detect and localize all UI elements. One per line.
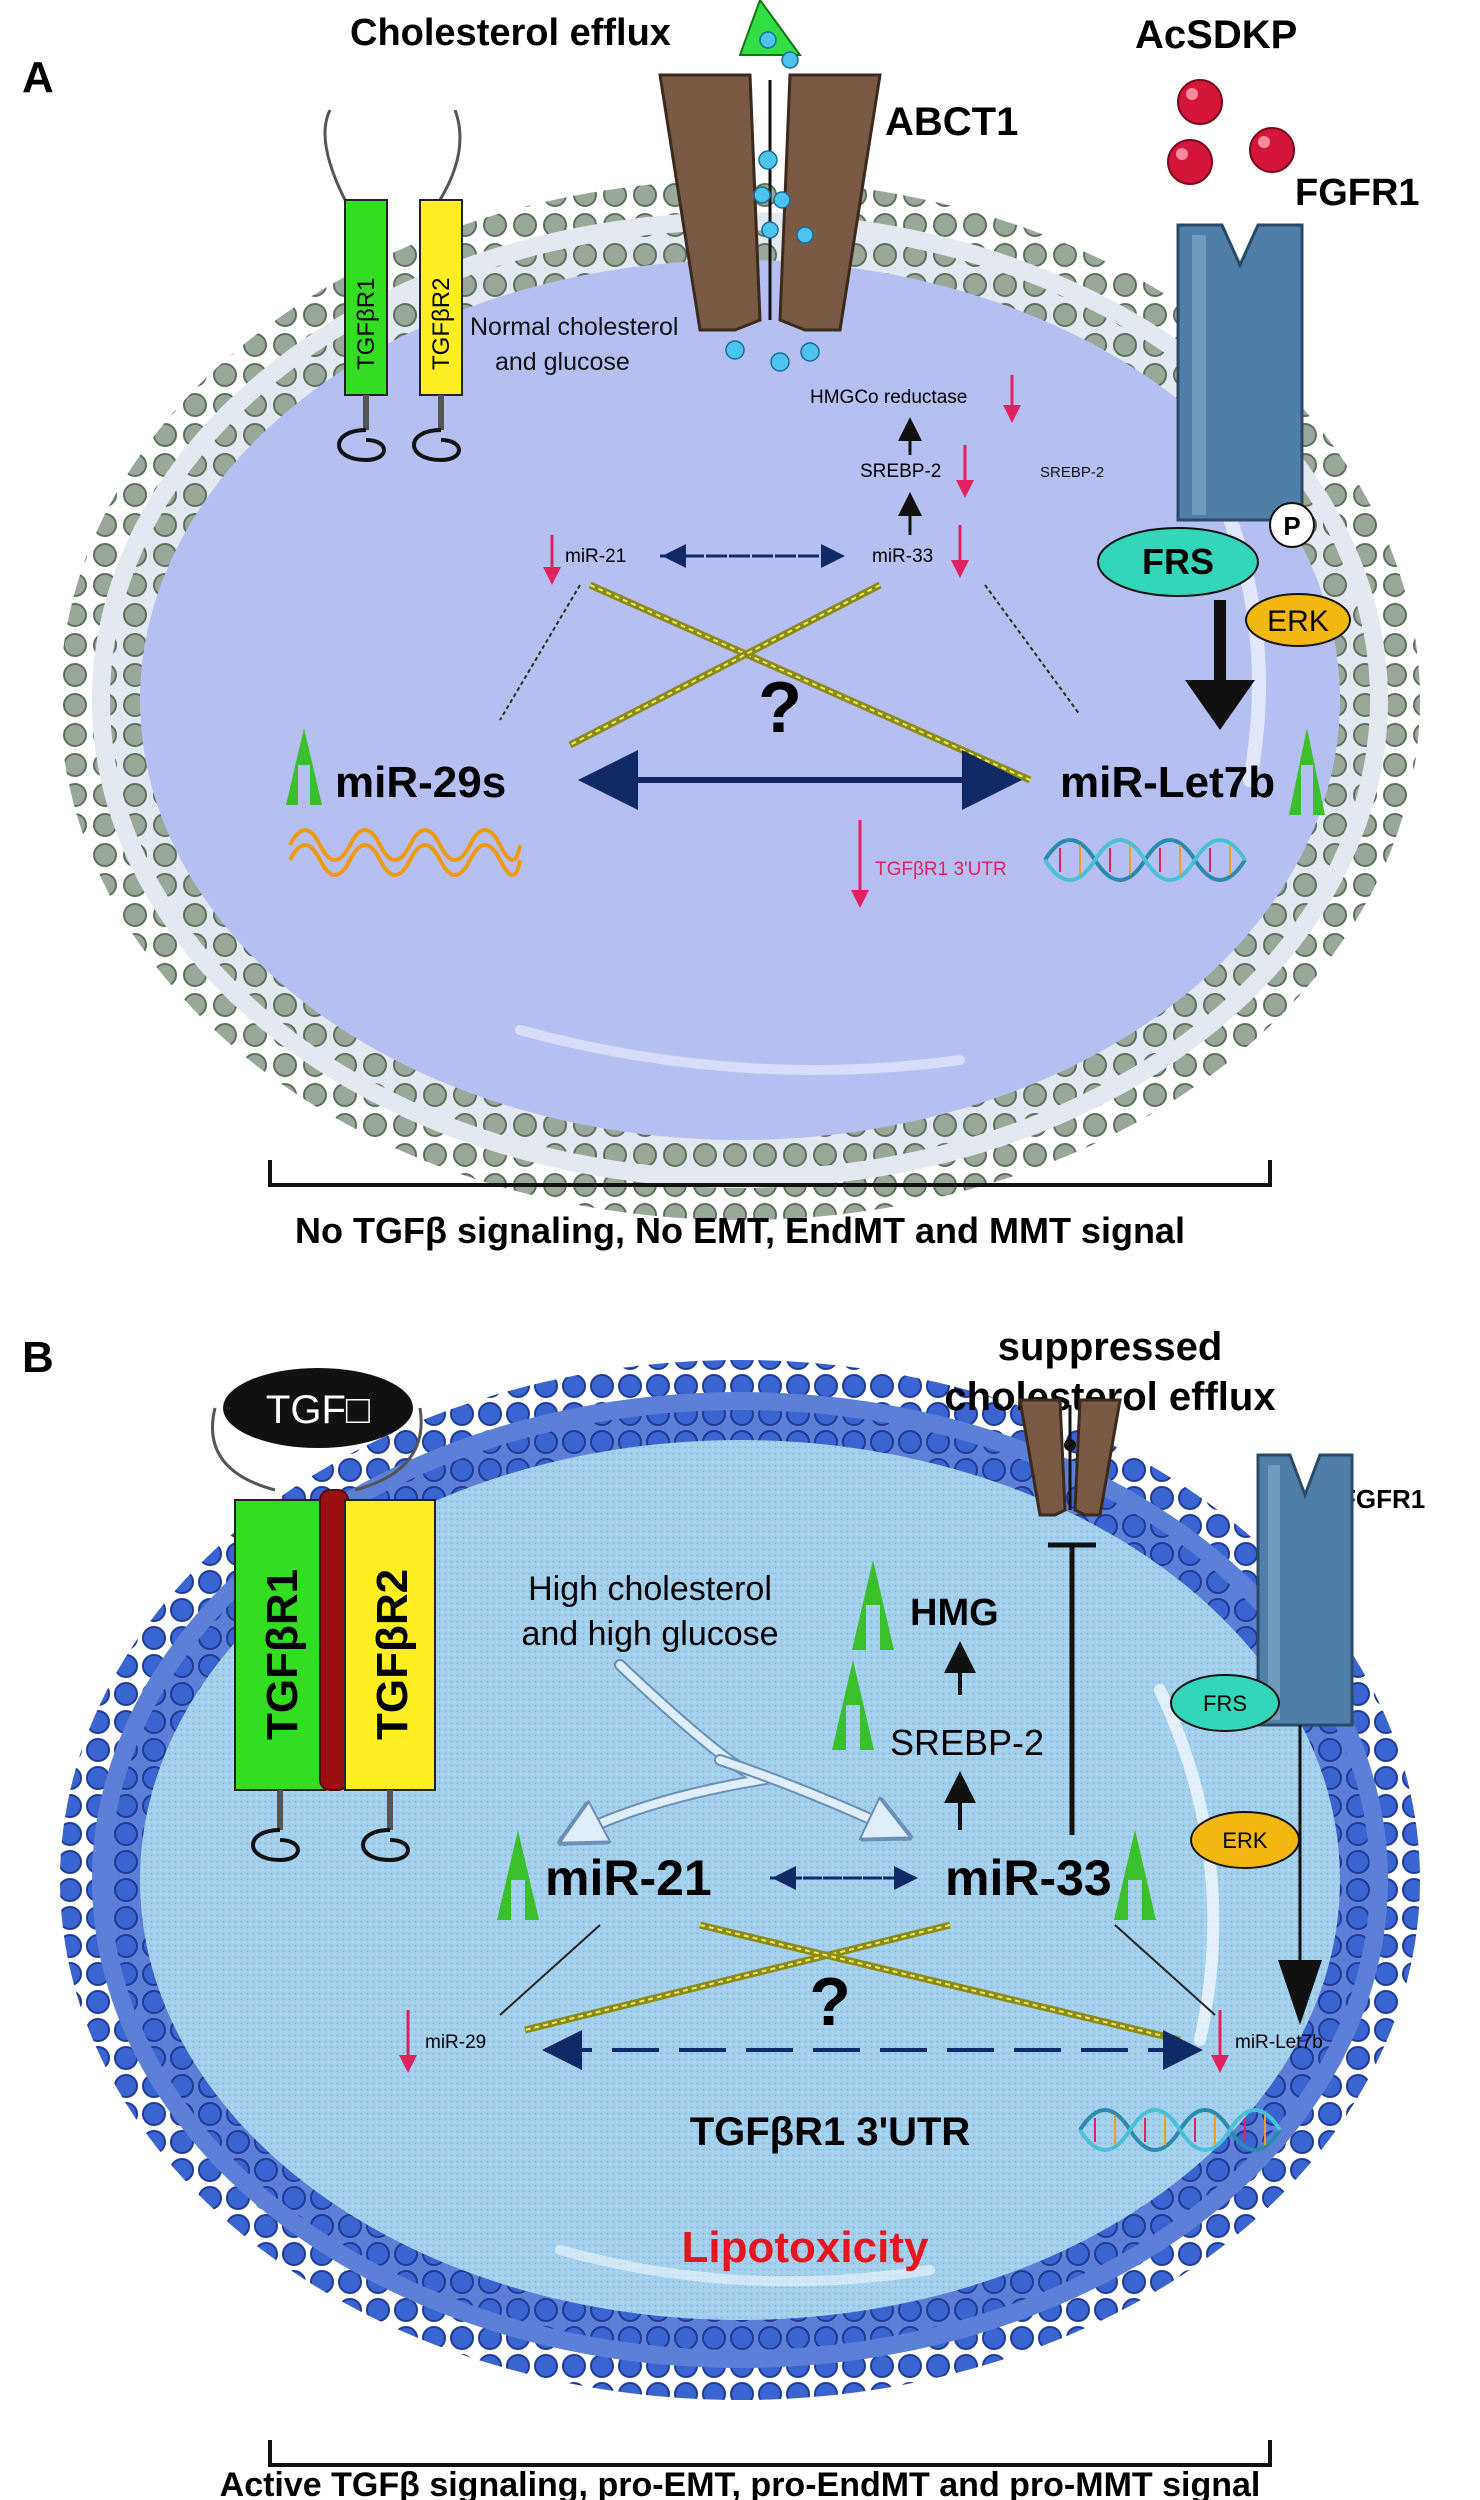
mirna-wave-icon: [288, 828, 522, 862]
phospho-p-label: P: [1283, 511, 1300, 541]
panel-b-letter: B: [22, 1333, 54, 1382]
phospho-p-circle: [1269, 502, 1315, 548]
tgfbr1-label-b: TGFβR1: [258, 1569, 307, 1740]
mir21-up-arrow: [497, 1830, 539, 1920]
abct1-label: ABCT1: [885, 100, 1018, 144]
srebp2-small-label: SREBP-2: [1040, 464, 1104, 481]
hmg-label: HMG: [910, 1592, 999, 1634]
frs-label-a: FRS: [1142, 541, 1214, 582]
spiral-icon: [337, 428, 386, 463]
spiral-icon: [251, 1828, 300, 1863]
highlight-b: [1154, 1684, 1220, 2046]
erk-label-a: ERK: [1267, 605, 1329, 638]
link-line: [1114, 1924, 1216, 2016]
link-line: [499, 1924, 601, 2016]
mirlet7b-label-b: miR-Let7b: [1235, 2032, 1323, 2053]
link-line: [499, 584, 581, 721]
hmg-up-arrow: [852, 1560, 894, 1650]
high-cholesterol-line1: High cholesterol: [528, 1570, 772, 1608]
tgfbr1-label-a: TGFβR1: [353, 278, 380, 370]
frs-node-a: [1097, 527, 1259, 597]
fgfr1-label-a: FGFR1: [1295, 172, 1420, 214]
hmgco-label: HMGCo reductase: [810, 387, 967, 408]
panel-b: B TGF□ TGFβR1 TGFβR2 suppressed choleste…: [22, 1325, 1425, 2500]
mir33-up-arrow-b: [1114, 1830, 1156, 1920]
frs-node-b: [1170, 1674, 1280, 1732]
cytoplasm-a: [140, 260, 1340, 1140]
frs-label-b: FRS: [1203, 1691, 1247, 1716]
mir29s-up-arrow: [286, 728, 322, 805]
erk-label-b: ERK: [1222, 1828, 1268, 1853]
fgfr1-receptor-a: [1176, 223, 1304, 522]
normal-cholesterol-line2: and glucose: [495, 348, 630, 376]
fgfr1-receptor-b: [1256, 1453, 1354, 1727]
tgfbr2-receptor-b: [344, 1499, 436, 1791]
tgfbr1-receptor-a: TGFβR1: [323, 109, 388, 463]
caption-b: Active TGFβ signaling, pro-EMT, pro-EndM…: [220, 2466, 1261, 2500]
dna-helix-icon: [1043, 838, 1247, 882]
mir33-label-b: miR-33: [945, 1850, 1112, 1906]
high-cholesterol-line2: and high glucose: [521, 1615, 778, 1653]
tgf-ligand-label: TGF□: [266, 1388, 370, 1432]
abct1-transporter: [658, 0, 882, 372]
erk-arrow-head: [1185, 680, 1255, 730]
mir33-label-a: miR-33: [872, 546, 933, 567]
abct1-transporter-b: [1018, 1398, 1122, 1517]
tgf-ligand: [223, 1368, 413, 1448]
mir29s-label: miR-29s: [335, 758, 506, 807]
utr-label-a: TGFβR1 3'UTR: [875, 859, 1007, 880]
bracket-a: [268, 1160, 1272, 1187]
tgfbr-complex-b: TGFβR1 TGFβR2: [234, 1489, 436, 1863]
mir21-label-b: miR-21: [545, 1850, 712, 1906]
acsdkp-label: AcSDKP: [1135, 13, 1297, 57]
highlight-b2: [555, 2245, 935, 2287]
srebp2-label-b: SREBP-2: [890, 1722, 1044, 1763]
question-mark-b: ?: [809, 1964, 851, 2040]
suppressed-line1: suppressed: [998, 1325, 1223, 1369]
mir29-label-b: miR-29: [425, 2032, 486, 2053]
highlight-a2: [515, 1025, 965, 1075]
hc-to-mir33-arrow: [716, 1756, 905, 1835]
spiral-icon: [361, 1828, 410, 1863]
utr-label-b: TGFβR1 3'UTR: [690, 2110, 971, 2154]
normal-cholesterol-line1: Normal cholesterol: [470, 313, 678, 341]
tgfbr2-label-b: TGFβR2: [368, 1569, 417, 1740]
lipotoxicity-label: Lipotoxicity: [682, 2223, 929, 2272]
question-mark-a: ?: [758, 668, 802, 748]
caption-a: No TGFβ signaling, No EMT, EndMT and MMT…: [295, 1210, 1185, 1251]
cross-line: [588, 581, 1032, 784]
panel-a: A TGFβR1 TGFβR2 Normal cholesterol and g…: [22, 0, 1420, 1251]
mirlet7b-label-a: miR-Let7b: [1060, 758, 1275, 807]
tgfbr2-receptor-a: TGFβR2: [412, 109, 463, 463]
tgfbr2-label-a: TGFβR2: [428, 278, 455, 370]
cholesterol-efflux-label: Cholesterol efflux: [350, 12, 671, 54]
srebp-up-arrow: [832, 1660, 874, 1750]
bracket-b: [268, 2440, 1272, 2467]
mirlet7b-up-arrow: [1289, 728, 1325, 815]
mirna-wave-icon: [288, 843, 522, 877]
link-line: [984, 584, 1081, 716]
srebp2-label-a: SREBP-2: [860, 461, 941, 482]
dna-helix-icon: [1078, 2108, 1282, 2152]
erk-node-a: [1245, 593, 1351, 647]
acsdkp-peptides: [1167, 79, 1295, 185]
fgfr1-label-b: FGFR1: [1340, 1484, 1425, 1514]
panel-a-letter: A: [22, 53, 54, 102]
cytoplasm-b: [140, 1440, 1340, 2320]
spiral-icon: [412, 428, 461, 463]
fgfr-arrow-head: [1278, 1960, 1322, 2025]
mir21-label-a: miR-21: [565, 546, 626, 567]
